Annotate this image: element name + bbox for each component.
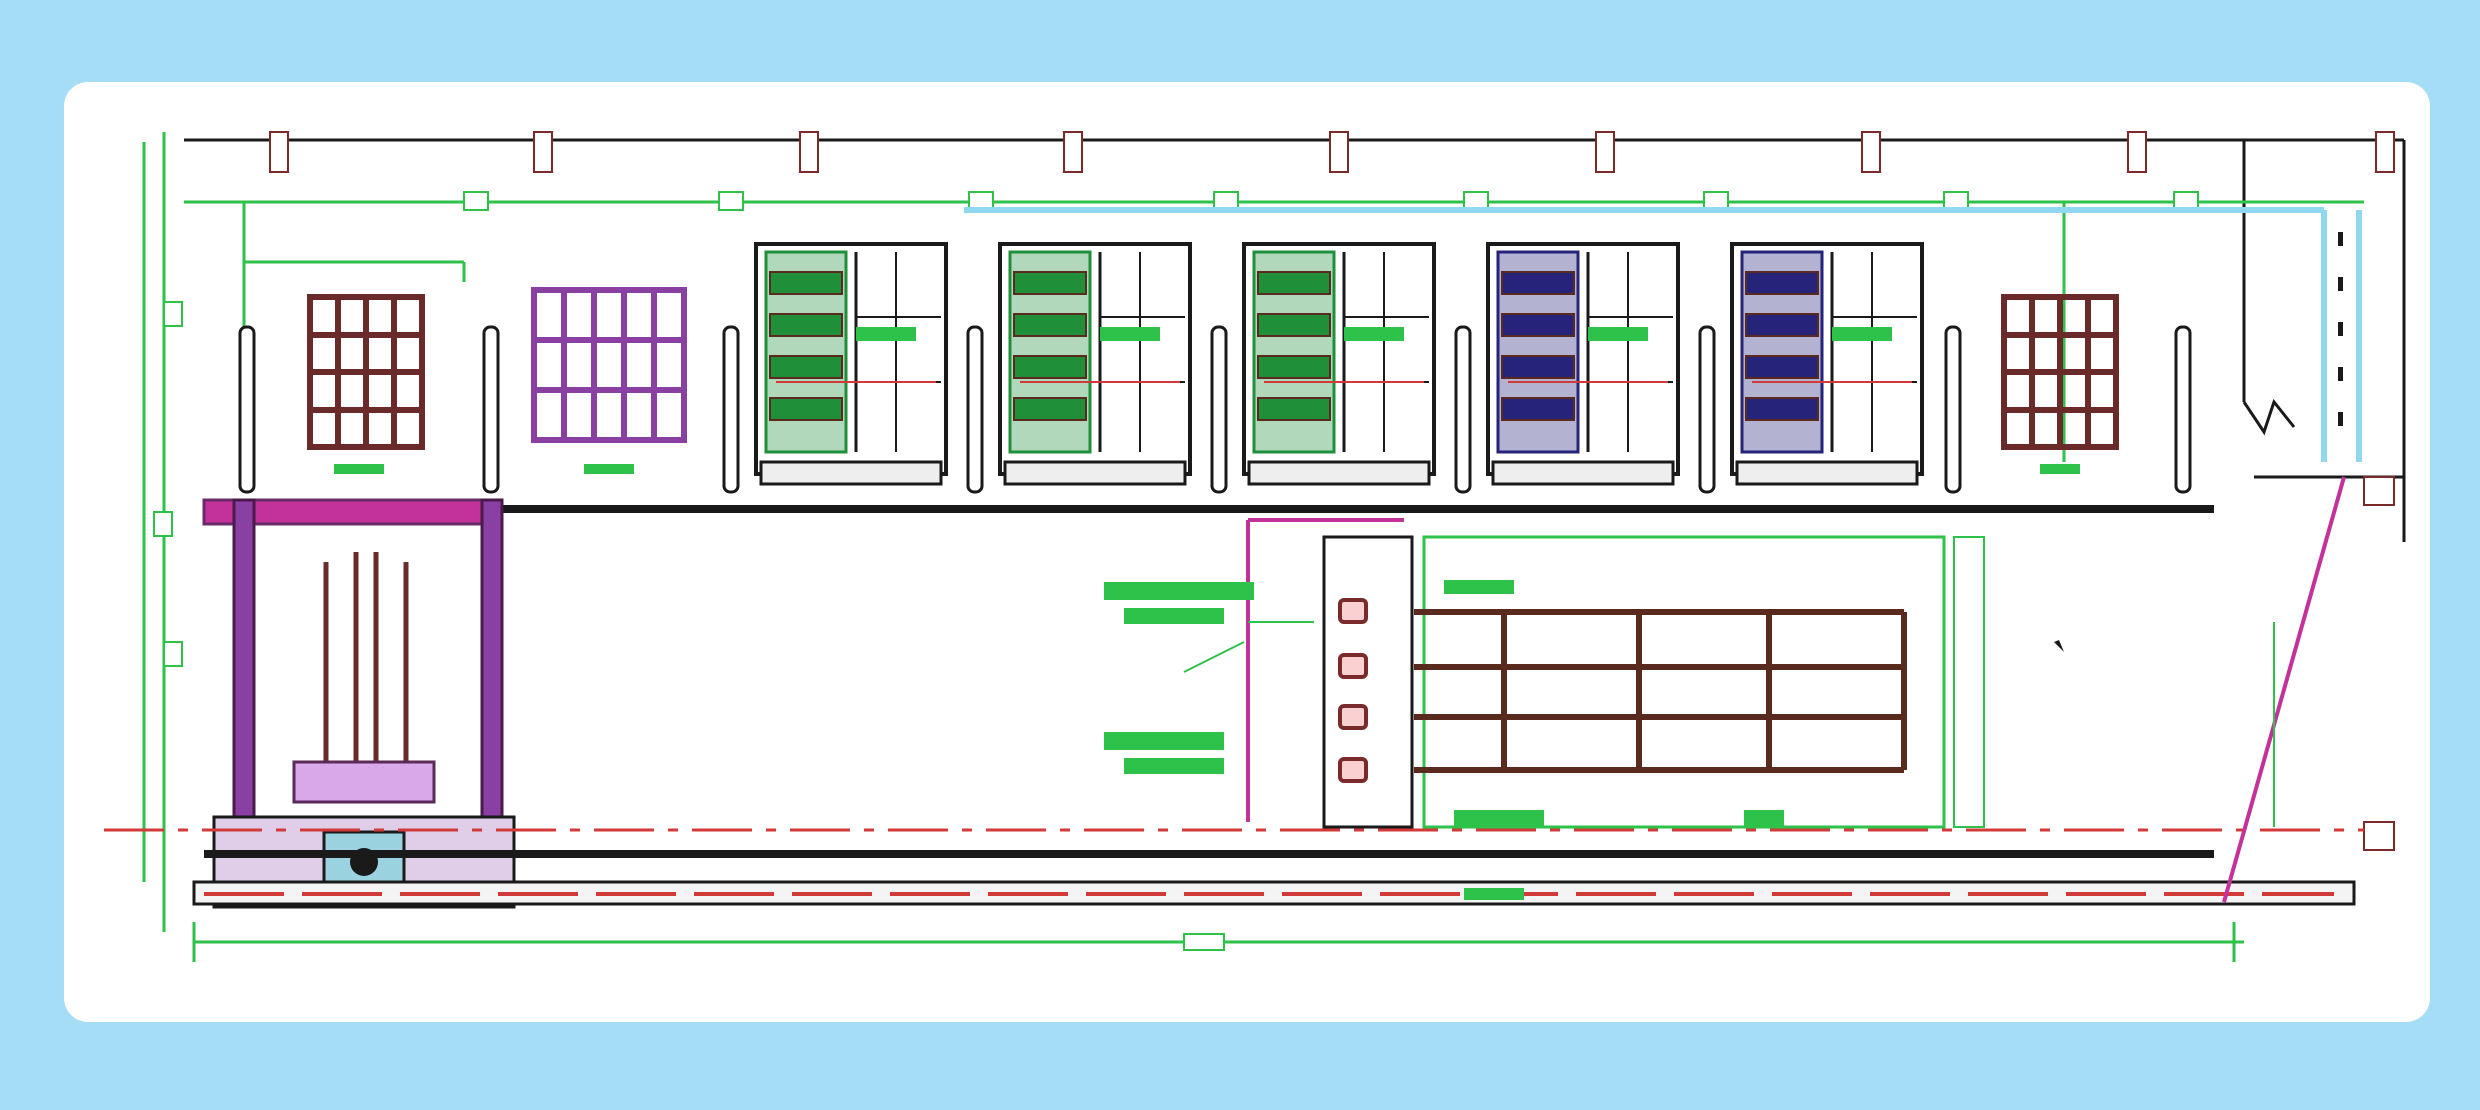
station-tray-slot [1501,313,1575,337]
processing-station-3 [1242,242,1436,486]
station-base [1735,460,1919,486]
rack-label-1 [334,464,384,474]
processing-station-5 [1730,242,1924,486]
station-tray-slot [769,355,843,379]
tank-labels [1104,580,1784,826]
layout-drawing-frame [64,82,2430,1022]
station-base [759,460,943,486]
building-outline [184,138,2406,542]
dimension-lines [142,132,2364,962]
processing-station-2 [998,242,1192,486]
station-label [1100,327,1160,341]
storage-rack-left-dark [307,294,425,450]
station-tray-slot [1745,271,1819,295]
station-tray-slot [1257,355,1331,379]
arrow-icon [2054,640,2064,652]
processing-stations [754,242,1924,486]
storage-rack-right-dark [2001,294,2119,450]
station-tray-slot [1013,397,1087,421]
station-base [1491,460,1675,486]
station-tray-slot [1257,313,1331,337]
station-tray-slot [1745,355,1819,379]
station-tray-slot [1013,271,1087,295]
station-base [1247,460,1431,486]
processing-station-4 [1486,242,1680,486]
wall-pillars [269,131,2395,851]
station-tray-slot [1013,313,1087,337]
rack-label-2 [584,464,634,474]
lower-rails [104,476,2364,906]
station-tray-slot [1257,271,1331,295]
rack-label-3 [2040,464,2080,474]
duct-marks [2338,232,2343,426]
station-label [1344,327,1404,341]
rail-label [1464,888,1524,900]
station-label [856,327,916,341]
station-tray-slot [1257,397,1331,421]
station-tray-slot [1501,271,1575,295]
station-tray-slot [769,397,843,421]
gantry-crane [202,498,516,909]
station-label [1588,327,1648,341]
station-tray-slot [769,313,843,337]
station-base [1003,460,1187,486]
storage-rack-left-purple [531,287,687,443]
station-tray-slot [1501,397,1575,421]
factory-layout-diagram [104,131,2406,962]
station-tray-slot [1745,397,1819,421]
processing-station-1 [754,242,948,486]
station-tray-slot [1745,313,1819,337]
dimension-ticks [153,191,2199,951]
station-tray-slot [1501,355,1575,379]
tank-area [1183,518,1985,829]
station-label [1832,327,1892,341]
station-tray-slot [769,271,843,295]
duct-line [964,207,2362,462]
station-posts [238,325,2192,494]
station-tray-slot [1013,355,1087,379]
